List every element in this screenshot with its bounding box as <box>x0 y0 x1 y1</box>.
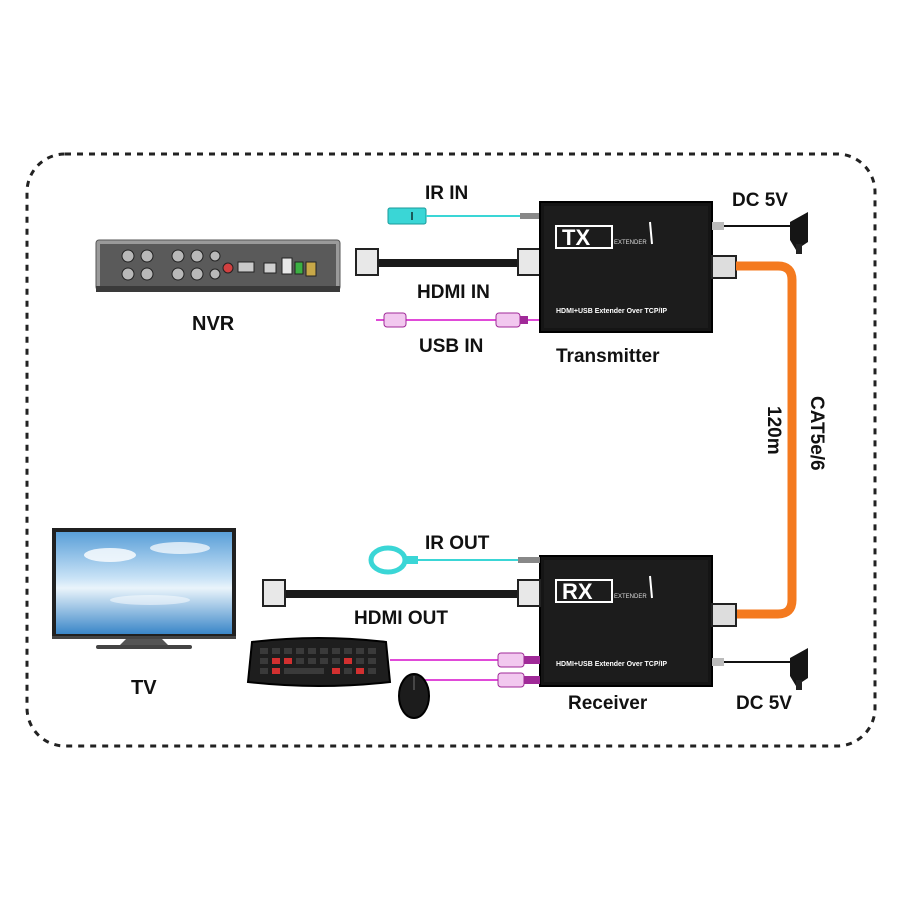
tv-label: TV <box>131 677 157 699</box>
receiver-unit: RX EXTENDER HDMI+USB Extender Over TCP/I… <box>539 555 737 687</box>
usb-in-label: USB IN <box>419 336 484 357</box>
dc-power-rx <box>724 648 808 690</box>
tv-device <box>52 528 236 649</box>
nvr-label: NVR <box>192 313 235 335</box>
tx-model-text: HDMI+USB Extender Over TCP/IP <box>556 308 667 315</box>
nvr-device <box>95 239 341 292</box>
dc-power-tx <box>724 212 808 254</box>
hdmi-in-cable <box>355 248 541 276</box>
usb-in-cable <box>376 312 540 328</box>
cable-distance-label: 120m <box>763 406 784 455</box>
tx-badge: TX <box>562 225 590 250</box>
mouse <box>398 673 430 719</box>
ir-out-cable <box>368 545 540 575</box>
hdmi-in-label: HDMI IN <box>417 282 490 303</box>
hdmi-out-cable <box>262 579 541 607</box>
rx-model-text: HDMI+USB Extender Over TCP/IP <box>556 661 667 668</box>
cat-cable <box>736 261 797 619</box>
receiver-label: Receiver <box>568 693 648 714</box>
transmitter-label: Transmitter <box>556 346 660 367</box>
transmitter-unit: TX EXTENDER HDMI+USB Extender Over TCP/I… <box>539 201 737 333</box>
hdmi-out-label: HDMI OUT <box>354 608 448 629</box>
dc-5v-tx-label: DC 5V <box>732 190 788 211</box>
dashed-frame <box>25 152 877 748</box>
ir-out-label: IR OUT <box>425 533 490 554</box>
dc-5v-rx-label: DC 5V <box>736 693 792 714</box>
keyboard <box>246 637 392 687</box>
ir-in-cable <box>387 207 540 225</box>
tx-badge-sub: EXTENDER <box>614 240 647 246</box>
rx-badge: RX <box>562 579 593 604</box>
usb-out-cables <box>390 652 540 688</box>
ir-in-label: IR IN <box>425 183 469 204</box>
rx-badge-sub: EXTENDER <box>614 594 647 600</box>
cable-type-label: CAT5e/6 <box>806 396 827 471</box>
